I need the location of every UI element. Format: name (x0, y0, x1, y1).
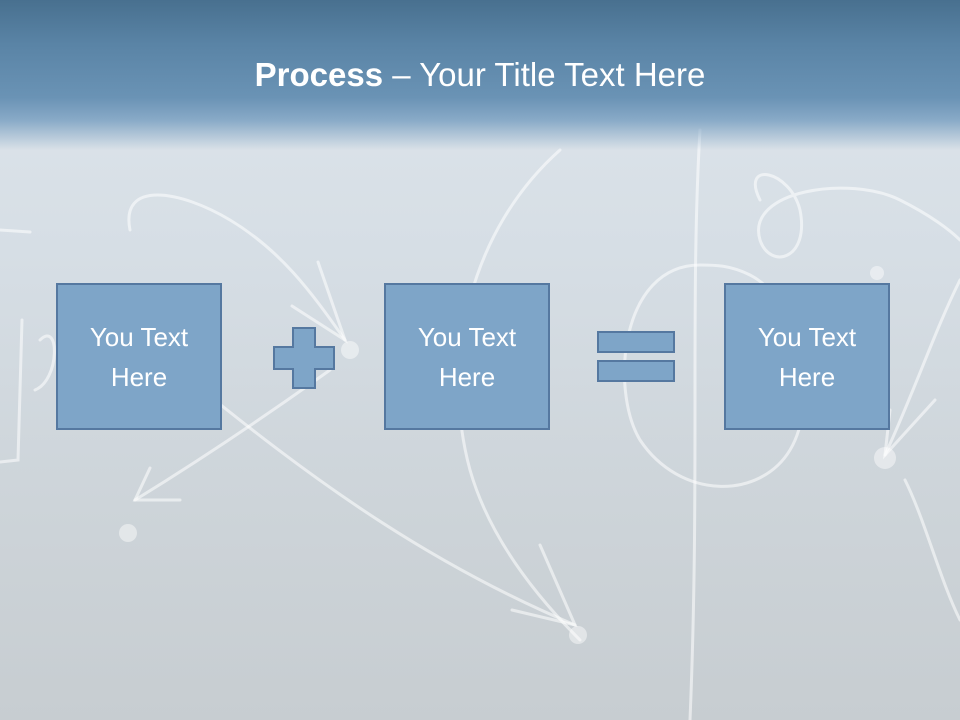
title-band (0, 0, 960, 150)
title-bold-part: Process (254, 56, 384, 93)
equals-icon (597, 331, 675, 382)
process-box-1-text: You Text Here (89, 321, 189, 392)
process-box-3[interactable]: You Text Here (724, 283, 890, 430)
slide-title: Process – Your Title Text Here (0, 50, 960, 100)
process-box-2-text: You Text Here (417, 321, 517, 392)
process-box-3-text: You Text Here (757, 321, 857, 392)
process-box-2[interactable]: You Text Here (384, 283, 550, 430)
process-box-1[interactable]: You Text Here (56, 283, 222, 430)
plus-icon (273, 327, 335, 389)
title-rest-part: – Your Title Text Here (383, 56, 706, 93)
